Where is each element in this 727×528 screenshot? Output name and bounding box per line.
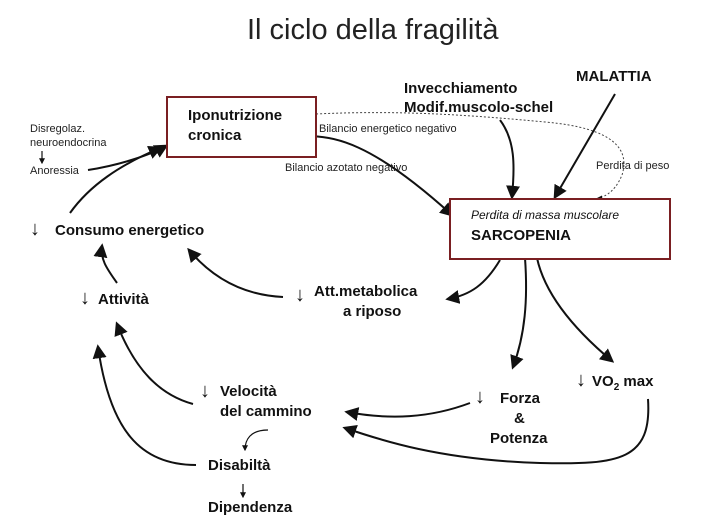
down-arrow-icon: ↓ <box>200 380 210 402</box>
vo2-subscript: 2 <box>613 382 620 393</box>
node-velocita-line2: del cammino <box>220 403 312 420</box>
label-bilancio-energetico: Bilancio energetico negativo <box>319 123 457 135</box>
dotted-perdita-peso <box>315 112 625 201</box>
node-ampersand: & <box>514 410 525 427</box>
node-attmetabolica-line2: a riposo <box>343 303 402 320</box>
vo2-text: VO <box>592 373 614 390</box>
down-arrow-icon: ↓ <box>475 386 485 408</box>
node-disregolaz-line1: Disregolaz. <box>30 123 86 135</box>
node-invecchiamento-line1: Invecchiamento <box>404 80 518 97</box>
node-disabilita: Disabiltà <box>208 457 271 474</box>
vo2-suffix: max <box>619 373 654 390</box>
node-consumo-energetico: Consumo energetico <box>55 222 205 239</box>
iponutrizione-line2: cronica <box>188 127 242 144</box>
box-sarcopenia: Perdita di massa muscolare SARCOPENIA <box>449 198 671 260</box>
sarcopenia-subtitle: Perdita di massa muscolare <box>471 208 620 222</box>
box-iponutrizione: Iponutrizione cronica <box>166 96 317 158</box>
node-vo2max: VO2 max <box>592 373 653 394</box>
iponutrizione-line1: Iponutrizione <box>188 107 283 124</box>
arrow-forza-to-velocita <box>344 402 471 421</box>
node-potenza: Potenza <box>490 430 548 447</box>
arrow-consumo-to-iponutrizione <box>69 145 163 214</box>
node-anoressia: Anoressia <box>30 165 79 177</box>
arrow-velocita-to-attivita <box>114 321 194 405</box>
node-malattia: MALATTIA <box>576 68 652 85</box>
arrow-velocita-to-disabilita <box>242 429 269 452</box>
node-forza: Forza <box>500 390 541 407</box>
node-disregolaz-line2: neuroendocrina <box>30 137 107 149</box>
sarcopenia-title: SARCOPENIA <box>471 227 572 244</box>
arrow-sarcopenia-to-forza <box>510 257 528 370</box>
node-attivita: Attività <box>98 291 149 308</box>
label-perdita-peso: Perdita di peso <box>596 160 670 172</box>
down-arrow-icon: ↓ <box>576 369 586 391</box>
node-dipendenza: Dipendenza <box>208 499 293 516</box>
node-velocita-line1: Velocità <box>220 383 277 400</box>
down-arrow-icon: ↓ <box>80 287 90 309</box>
arrow-disabilita-to-attivita <box>92 344 197 466</box>
arrow-malattia-to-sarcopenia <box>553 93 616 200</box>
arrow-vo2-to-velocita <box>342 398 650 465</box>
arrow-attmetabolica-to-consumo <box>187 247 284 298</box>
page-title: Il ciclo della fragilità <box>247 14 499 46</box>
node-invecchiamento-line2: Modif.muscolo-schel <box>404 99 554 116</box>
label-bilancio-azotato: Bilancio azotato negativo <box>285 162 408 174</box>
node-attmetabolica-line1: Att.metabolica <box>314 283 418 300</box>
arrow-sarcopenia-to-attmetabolica <box>445 259 501 304</box>
arrow-sarcopenia-to-vo2 <box>536 257 615 363</box>
arrow-invecchiamento-to-sarcopenia <box>499 119 521 200</box>
down-arrow-icon: ↓ <box>295 284 305 306</box>
arrow-attivita-to-consumo <box>93 243 118 284</box>
down-arrow-icon: ↓ <box>30 218 40 240</box>
